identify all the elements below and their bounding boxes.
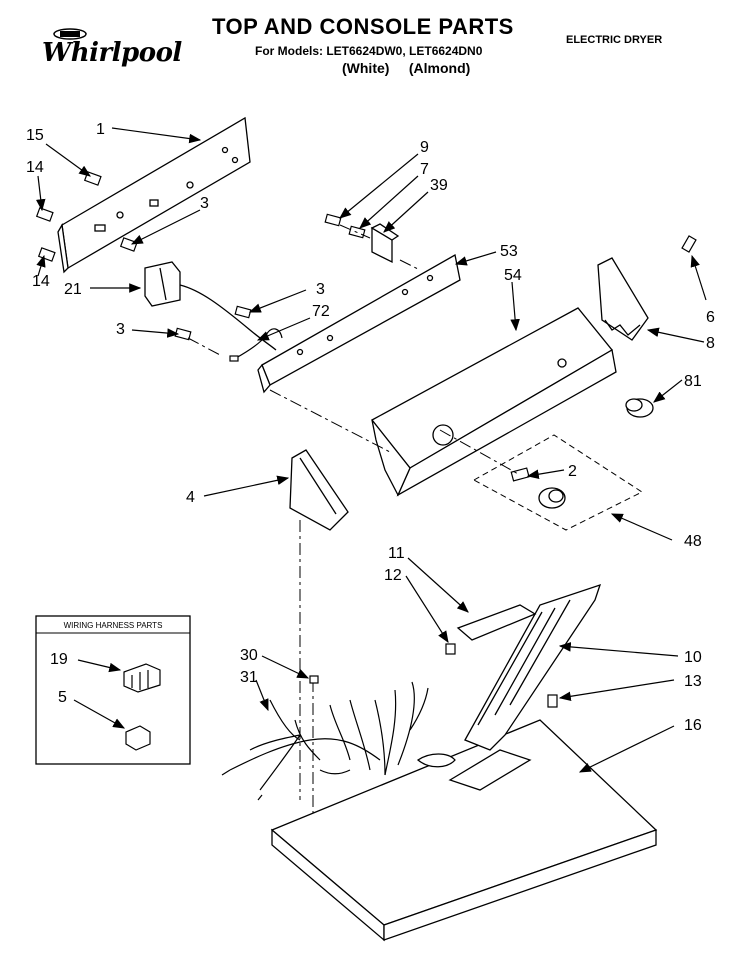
connector-5	[125, 725, 151, 751]
wiring-harness-inset: WIRING HARNESS PARTS	[35, 615, 191, 765]
label-3-left: 3	[116, 321, 125, 338]
label-12: 12	[384, 567, 402, 584]
whirlpool-logo: Whirlpool	[30, 24, 182, 74]
label-14-top: 14	[26, 159, 44, 176]
clip-30	[309, 675, 319, 684]
label-5: 5	[58, 689, 67, 706]
clip-12	[445, 643, 456, 655]
console	[371, 307, 617, 497]
label-7: 7	[420, 161, 429, 178]
label-1: 1	[96, 121, 105, 138]
label-11: 11	[388, 545, 405, 562]
console-rail	[257, 253, 461, 394]
leader-lines	[35, 127, 707, 773]
timer	[144, 261, 277, 351]
knob-48	[538, 487, 566, 509]
model-colors: (White) (Almond)	[342, 60, 471, 76]
label-3-panel: 3	[200, 195, 209, 212]
bracket-39	[370, 223, 400, 264]
label-72: 72	[312, 303, 330, 320]
label-2: 2	[568, 463, 577, 480]
base-bracket	[448, 749, 532, 791]
label-31: 31	[240, 669, 258, 686]
label-81: 81	[684, 373, 702, 390]
main-wire-harness	[221, 681, 429, 801]
label-14-bottom: 14	[32, 273, 50, 290]
label-3-rail: 3	[316, 281, 325, 298]
brand-name: Whirlpool	[42, 38, 182, 68]
screw-14-top	[35, 207, 54, 222]
control-board	[464, 583, 602, 751]
label-54: 54	[504, 267, 522, 284]
label-4: 4	[186, 489, 195, 506]
alignment-lines	[187, 224, 521, 830]
page-title: TOP AND CONSOLE PARTS	[212, 14, 514, 39]
label-21: 21	[64, 281, 82, 298]
screw-9	[324, 213, 342, 227]
connector-19	[123, 663, 161, 693]
label-39: 39	[430, 177, 448, 194]
switch-2	[510, 467, 530, 482]
label-9: 9	[420, 139, 429, 156]
label-16: 16	[684, 717, 702, 734]
label-15: 15	[26, 127, 44, 144]
switch-assembly-box	[472, 434, 644, 531]
cover-plate	[456, 604, 537, 641]
end-cap-right	[597, 257, 649, 341]
label-8: 8	[706, 335, 715, 352]
label-53: 53	[500, 243, 518, 260]
screw-13	[547, 694, 558, 708]
top-panel	[270, 719, 658, 942]
screw-3-panel	[119, 237, 138, 252]
label-48: 48	[684, 533, 702, 550]
screw-6	[681, 235, 697, 253]
label-19: 19	[50, 651, 68, 668]
screw-3-rail	[234, 305, 252, 319]
inset-title: WIRING HARNESS PARTS	[64, 621, 163, 630]
end-cap-left	[289, 449, 349, 531]
label-30: 30	[240, 647, 258, 664]
label-10: 10	[684, 649, 702, 666]
callout-labels: 1 15 14 3 21 14 3 72 3 9 7 39 53 54 6 8 …	[26, 121, 715, 734]
model-numbers: For Models: LET6624DW0, LET6624DN0	[255, 44, 483, 58]
label-6: 6	[706, 309, 715, 326]
product-type: ELECTRIC DRYER	[566, 34, 663, 46]
screw-14-bottom	[37, 247, 56, 262]
control-panel	[57, 116, 251, 274]
knob-81	[625, 398, 654, 418]
label-13: 13	[684, 673, 702, 690]
